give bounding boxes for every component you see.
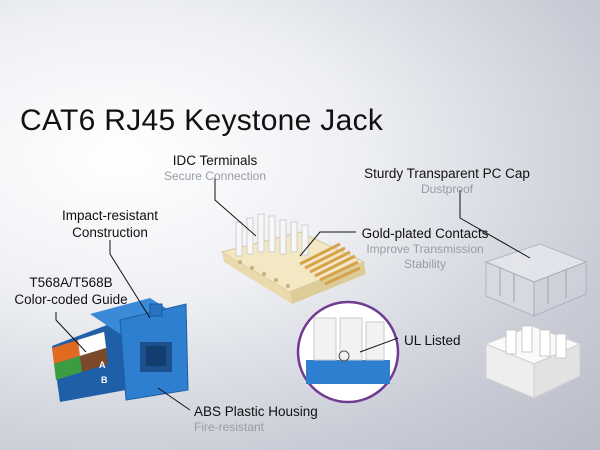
guide-letter-b: B xyxy=(101,375,108,385)
impact-label-line1: Impact-resistant xyxy=(61,208,159,223)
cap-label: Sturdy Transparent PC Cap xyxy=(364,166,530,181)
idc-label-group: IDC Terminals Secure Connection xyxy=(160,152,270,184)
impact-label-group: Impact-resistant Construction xyxy=(48,207,172,241)
gold-sub-line1: Improve Transmission xyxy=(366,242,484,256)
abs-sub: Fire-resistant xyxy=(194,420,265,434)
idc-sub: Secure Connection xyxy=(163,169,267,183)
guide-letter-a: A xyxy=(99,360,106,370)
t568-label-line2: Color-coded Guide xyxy=(14,292,128,307)
cap-sub: Dustproof xyxy=(420,182,474,196)
page-title: CAT6 RJ45 Keystone Jack xyxy=(20,104,384,137)
cap-label-group: Sturdy Transparent PC Cap Dustproof xyxy=(352,165,542,197)
abs-label: ABS Plastic Housing xyxy=(194,404,318,419)
idc-label: IDC Terminals xyxy=(172,153,258,168)
abs-label-group: ABS Plastic Housing Fire-resistant xyxy=(194,403,318,435)
ul-label-group: UL Listed xyxy=(404,332,461,349)
ul-label: UL Listed xyxy=(404,333,461,348)
t568-label-group: T568A/T568B Color-coded Guide xyxy=(4,274,138,308)
impact-label-line2: Construction xyxy=(72,225,148,240)
gold-label: Gold-plated Contacts xyxy=(361,226,489,241)
gold-label-group: Gold-plated Contacts Improve Transmissio… xyxy=(352,225,498,272)
t568-label-line1: T568A/T568B xyxy=(29,275,113,290)
gold-sub-line2: Stability xyxy=(403,257,447,271)
